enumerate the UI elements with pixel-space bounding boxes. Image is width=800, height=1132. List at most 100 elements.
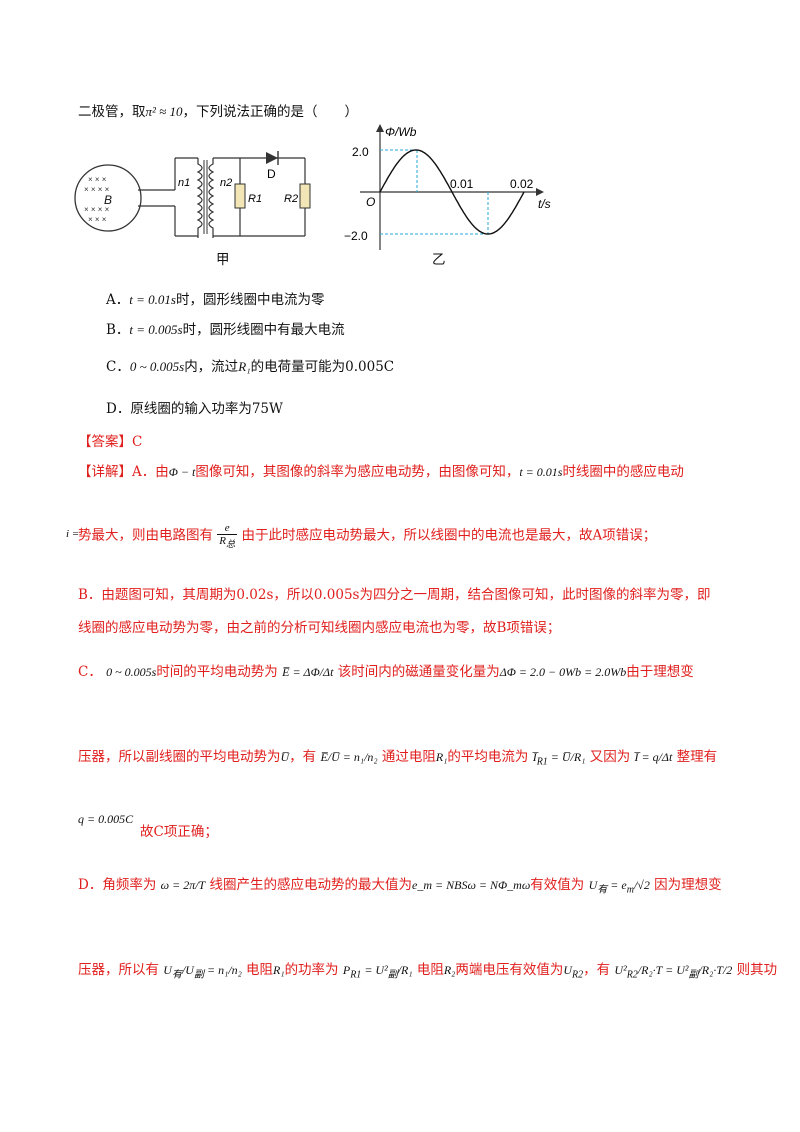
detail-c-line3: q = 0.005C: [78, 808, 133, 827]
detail-text: C．: [78, 664, 102, 680]
r1-symbol: R₁: [273, 963, 285, 977]
question-intro: 二极管，取π² ≈ 10，下列说法正确的是（ ）: [78, 100, 358, 120]
detail-text: 的平均电流为: [447, 749, 529, 765]
detail-text: 压器，所以副线圈的平均电动势为: [78, 749, 281, 765]
flux-curve: [379, 149, 525, 235]
option-c: C．0 ~ 0.005s内，流过R₁的电荷量可能为0.005C: [106, 355, 394, 375]
charge-formula: I̅ = q/Δt: [634, 750, 673, 764]
fig-yi-label: 乙: [432, 252, 446, 268]
ratio-formula: E̅/U̅ = n₁/n₂: [320, 750, 378, 764]
detail-text: 势最大，则由电路图有: [78, 527, 213, 544]
detail-math: ΔΦ = 2.0 − 0Wb = 2.0Wb: [499, 665, 627, 679]
detail-text: 的功率为: [284, 962, 339, 978]
y-neg-tick: −2.0: [344, 229, 368, 243]
detail-text: ，有: [289, 749, 317, 765]
y-pos-tick: 2.0: [352, 145, 369, 159]
detail-text: 又因为: [589, 749, 631, 765]
detail-text: 通过电阻: [381, 749, 436, 765]
detail-math: e_m = NBSω = NΦ_mω: [412, 878, 531, 892]
detail-text: 电阻: [416, 962, 444, 978]
option-math: t = 0.01s: [129, 292, 176, 307]
detail-text: 由于此时感应电动势最大，所以线圈中的电流也是最大，故A项错误；: [241, 527, 657, 544]
detail-text: D．角频率为: [78, 877, 157, 893]
detail-math: t = 0.01s: [519, 465, 563, 479]
B-label: B: [104, 193, 112, 207]
detail-text: 则其功: [736, 962, 778, 978]
detail-text: 时间的平均电动势为: [156, 664, 278, 680]
x2-tick: 0.02: [510, 177, 534, 191]
detail-d-line1: D．角频率为 ω = 2π/T 线圈产生的感应电动势的最大值为e_m = NBS…: [78, 873, 722, 895]
detail-c-line1: C． 0 ~ 0.005s时间的平均电动势为 E̅ = ΔΦ/Δt 该时间内的磁…: [78, 660, 694, 680]
detail-text: 该时间内的磁通量变化量为: [337, 664, 500, 680]
x-axis-label: t/s: [538, 197, 551, 211]
svg-text:× × × ×: × × × ×: [84, 185, 110, 194]
rms-formula: U有 = em/√2: [588, 878, 650, 896]
option-math: R₁: [238, 359, 251, 374]
energy-formula: U²R2/R₂·T = U²副/R₂·T/2: [614, 963, 733, 981]
detail-math: Φ − t: [168, 465, 196, 479]
detail-math: 0 ~ 0.005s: [106, 665, 157, 679]
y-axis-label: Φ/Wb: [385, 125, 417, 139]
detail-a-line1: 【详解】A．由Φ − t图像可知，其图像的斜率为感应电动势，由图像可知，t = …: [78, 460, 684, 480]
D-label: D: [267, 167, 276, 181]
detail-math: q = 0.005C: [78, 812, 134, 826]
detail-text: A．由: [132, 464, 169, 480]
ur2-symbol: UR2: [563, 963, 584, 981]
detail-text: ，有: [583, 962, 611, 978]
detail-text: 时线圈中的感应电动: [562, 464, 684, 480]
detail-text: 有效值为: [530, 877, 585, 893]
detail-text: 因为理想变: [654, 877, 722, 893]
detail-text: 图像可知，其图像的斜率为感应电动势，由图像可知，: [195, 464, 520, 480]
detail-c-conclusion: 故C项正确；: [140, 824, 218, 840]
option-text: 原线圈的输入功率为75W: [130, 401, 283, 417]
n2-label: n2: [220, 177, 232, 189]
detail-text: 整理有: [676, 749, 718, 765]
avg-u-symbol: U̅: [280, 750, 290, 764]
option-math: 0 ~ 0.005s: [129, 359, 185, 374]
r2-symbol: R₂: [443, 963, 456, 977]
detail-d-line2: 压器，所以有 U有/U副 = n₁/n₂ 电阻R₁的功率为 PR1 = U²副/…: [78, 958, 777, 980]
power-r1-formula: PR1 = U²副/R₁: [342, 963, 413, 981]
flux-graph: Φ/Wb t/s O 2.0 −2.0 0.01 0.02: [344, 124, 551, 250]
option-text: 内，流过: [184, 359, 239, 375]
detail-b-line2: 线圈的感应电动势为零，由之前的分析可知线圈内感应电流也为零，故B项错误；: [78, 620, 561, 636]
detail-text: 电阻: [246, 962, 274, 978]
voltage-ratio-formula: U有/U副 = n₁/n₂: [163, 963, 242, 981]
option-text: 时，圆形线圈中电流为零: [175, 292, 325, 308]
svg-text:× × × ×: × × × ×: [84, 205, 110, 214]
option-d: D．原线圈的输入功率为75W: [106, 397, 283, 417]
n1-label: n1: [178, 177, 190, 189]
r1-symbol: R₁: [435, 750, 448, 764]
detail-text: 两端电压有效值为: [455, 962, 564, 978]
avg-current-formula: I̅R1 = U̅/R₁: [532, 750, 586, 768]
option-a: A．t = 0.01s时，圆形线圈中电流为零: [106, 288, 324, 308]
answer-tag: 【答案】C: [78, 434, 143, 450]
omega-formula: ω = 2π/T: [160, 878, 206, 892]
R2-label: R2: [284, 193, 298, 205]
intro-tail: ，下列说法正确的是（ ）: [182, 104, 359, 120]
circuit-diagram: × × × × × × × × × × × × × × B n1 n2 R1 D…: [74, 151, 311, 238]
origin-label: O: [366, 195, 375, 209]
option-letter: A．: [106, 292, 130, 308]
R1-label: R1: [248, 193, 262, 205]
option-math: t = 0.005s: [129, 322, 183, 337]
svg-text:× × ×: × × ×: [88, 215, 107, 224]
pi-approx: π² ≈ 10: [145, 104, 183, 119]
svg-text:× × ×: × × ×: [88, 175, 107, 184]
option-letter: B．: [106, 322, 130, 338]
avg-emf-formula: E̅ = ΔΦ/Δt: [282, 665, 334, 679]
fig-jia-label: 甲: [216, 252, 230, 268]
detail-text: 压器，所以有: [78, 962, 159, 978]
intro-text: 二极管，取: [78, 104, 146, 120]
option-letter: D．: [106, 401, 131, 417]
option-letter: C．: [106, 359, 130, 375]
detail-c-line2: 压器，所以副线圈的平均电动势为U̅，有 E̅/U̅ = n₁/n₂ 通过电阻R₁…: [78, 745, 717, 767]
option-b: B．t = 0.005s时，圆形线圈中有最大电流: [106, 318, 345, 338]
detail-b-line1: B．由题图可知，其周期为0.02s，所以0.005s为四分之一周期，结合图像可知…: [78, 587, 711, 603]
option-text: 时，圆形线圈中有最大电流: [182, 322, 345, 338]
detail-text: 线圈产生的感应电动势的最大值为: [209, 877, 413, 893]
x1-tick: 0.01: [450, 177, 474, 191]
detail-tag: 【详解】: [78, 464, 132, 480]
